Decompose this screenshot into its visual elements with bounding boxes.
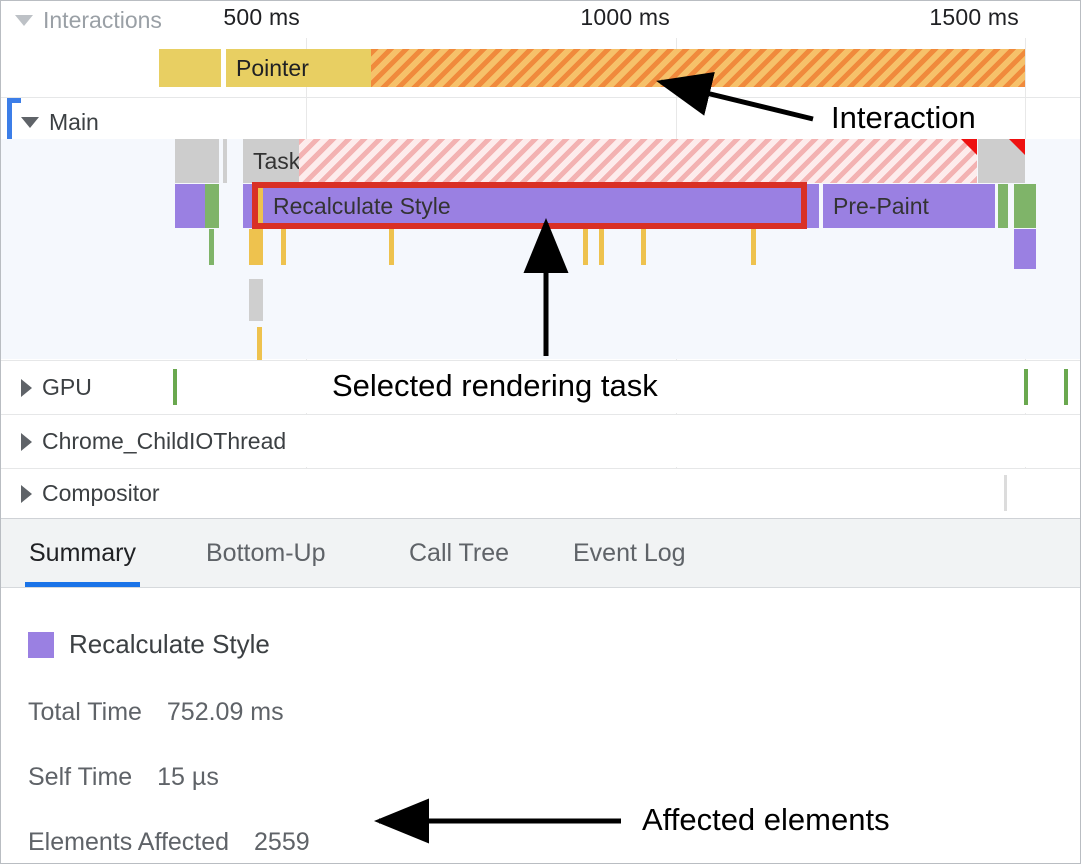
triangle-down-icon[interactable] [15,15,33,26]
tab-bottom-up[interactable]: Bottom-Up [206,539,326,567]
warning-triangle-icon [1009,139,1025,155]
flame-event[interactable] [998,184,1008,228]
divider [1,468,1080,469]
summary-row-self-time: Self Time 15 µs [28,763,219,792]
flame-event[interactable] [389,229,394,265]
track-header-chrome-childiothread[interactable]: Chrome_ChildIOThread [21,428,286,455]
compositor-event-tick[interactable] [1004,475,1007,511]
flame-event[interactable] [583,229,588,265]
summary-row-total-time: Total Time 752.09 ms [28,698,284,727]
flame-event[interactable] [1014,229,1036,269]
main-track-body[interactable]: Task Recalculate Style Pre-Paint [1,139,1080,361]
tab-event-log[interactable]: Event Log [573,539,686,567]
flame-event[interactable] [243,184,255,228]
annotation-label-selected-task: Selected rendering task [332,368,658,403]
triangle-right-icon[interactable] [21,432,32,451]
annotation-label-affected-elements: Affected elements [642,802,890,837]
track-label-compositor: Compositor [42,480,160,506]
track-header-gpu[interactable]: GPU [21,374,92,401]
summary-value: 15 µs [157,763,219,791]
flame-event[interactable] [599,229,604,265]
details-tabbar[interactable]: Summary Bottom-Up Call Tree Event Log [1,519,1080,588]
flame-event[interactable] [175,139,219,183]
details-panel: Summary Bottom-Up Call Tree Event Log Re… [1,518,1080,863]
track-label-main: Main [49,109,99,135]
summary-key: Self Time [28,763,133,791]
track-gpu[interactable] [1,361,1080,413]
ruler-tick-label: 1000 ms [580,4,670,30]
interaction-event[interactable] [159,49,221,87]
flame-event[interactable] [209,229,214,265]
track-chrome-childiothread[interactable] [1,415,1080,467]
gpu-event-tick[interactable] [173,369,177,405]
track-header-interactions[interactable]: Interactions [15,7,162,34]
summary-key: Elements Affected [28,828,230,856]
interaction-event-hatched[interactable] [371,49,1025,87]
flame-event-recalculate-style[interactable]: Recalculate Style [263,184,819,228]
flame-event-pre-paint[interactable]: Pre-Paint [823,184,995,228]
summary-event-name: Recalculate Style [69,629,270,659]
flame-event[interactable] [281,229,286,265]
tab-call-tree[interactable]: Call Tree [409,539,510,567]
event-color-swatch-icon [28,631,54,658]
triangle-right-icon[interactable] [21,484,32,503]
flame-event[interactable] [978,139,1025,183]
track-compositor[interactable] [1,469,1080,517]
flame-event[interactable] [1014,184,1036,228]
summary-event-title: Recalculate Style [28,629,270,660]
triangle-right-icon[interactable] [21,378,32,397]
ruler-tick-label: 500 ms [223,4,300,30]
flame-event[interactable] [205,184,219,228]
gpu-event-tick[interactable] [1064,369,1068,405]
flame-event[interactable] [249,229,263,265]
triangle-down-icon[interactable] [21,117,39,128]
track-label-chrome-childiothread: Chrome_ChildIOThread [42,428,287,454]
flame-event[interactable] [257,327,262,361]
flame-event[interactable] [175,184,205,228]
flame-event-task[interactable]: Task [243,139,299,183]
summary-key: Total Time [28,698,142,726]
timeline-flamechart[interactable]: 500 ms 1000 ms 1500 ms Interactions Poin… [1,1,1080,517]
track-label-gpu: GPU [42,374,92,400]
flame-event[interactable] [255,184,263,228]
summary-content: Recalculate Style Total Time 752.09 ms S… [1,588,1080,863]
interactions-track-body[interactable]: Pointer [1,39,1080,96]
gpu-event-tick[interactable] [1024,369,1028,405]
interaction-event-pointer[interactable]: Pointer [226,49,371,87]
divider [1,360,1080,361]
divider [1,97,1080,98]
flame-event[interactable] [751,229,756,265]
timeline-ruler: 500 ms 1000 ms 1500 ms [1,1,1080,38]
annotation-label-interaction: Interaction [831,100,976,135]
summary-value: 2559 [254,828,310,856]
warning-triangle-icon [961,139,977,155]
flame-event-long-task[interactable] [299,139,977,183]
track-header-main[interactable]: Main [21,109,99,136]
summary-row-elements-affected: Elements Affected 2559 [28,828,310,857]
tab-summary[interactable]: Summary [25,519,140,587]
flame-event[interactable] [641,229,646,265]
summary-value: 752.09 ms [166,698,284,726]
track-header-compositor[interactable]: Compositor [21,480,160,507]
ruler-tick-label: 1500 ms [929,4,1019,30]
track-label-interactions: Interactions [43,7,162,33]
flame-event[interactable] [249,279,263,321]
divider [1,414,1080,415]
flame-event[interactable] [223,139,227,183]
